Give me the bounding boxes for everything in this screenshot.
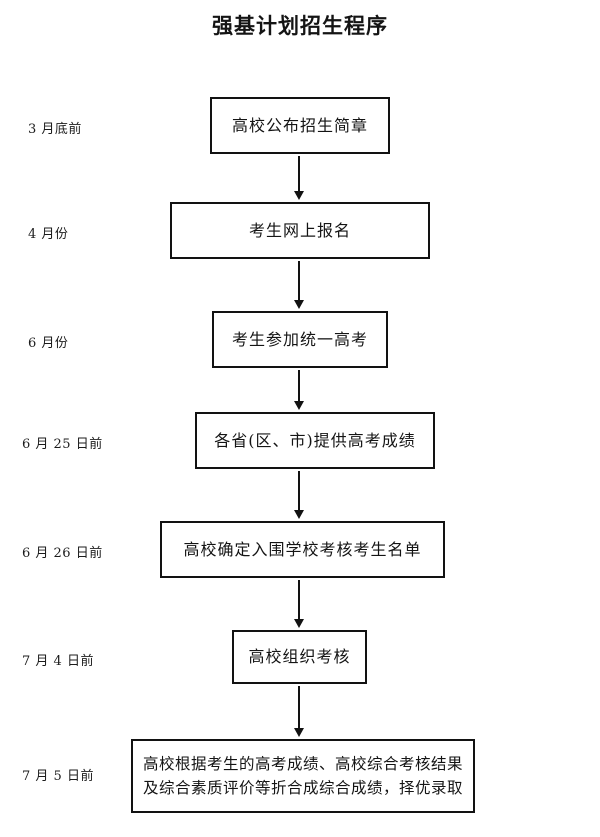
down-arrow-icon — [292, 686, 306, 737]
arrow-head — [294, 728, 304, 737]
time-label-4: 6 月 25 日前 — [22, 437, 103, 452]
process-node-3: 考生参加统一高考 — [212, 311, 388, 368]
down-arrow-icon — [292, 370, 306, 410]
down-arrow-icon — [292, 156, 306, 200]
process-node-4: 各省(区、市)提供高考成绩 — [195, 412, 435, 469]
process-node-1: 高校公布招生简章 — [210, 97, 390, 154]
arrow-stem — [298, 156, 300, 191]
arrow-head — [294, 619, 304, 628]
page-title: 强基计划招生程序 — [212, 14, 388, 38]
time-label-1: 3 月底前 — [28, 122, 82, 137]
process-node-6: 高校组织考核 — [232, 630, 367, 684]
arrow-head — [294, 510, 304, 519]
arrow-stem — [298, 471, 300, 510]
down-arrow-icon — [292, 580, 306, 628]
arrow-stem — [298, 686, 300, 728]
time-label-7: 7 月 5 日前 — [22, 769, 94, 784]
process-node-7: 高校根据考生的高考成绩、高校综合考核结果及综合素质评价等折合成综合成绩，择优录取 — [131, 739, 475, 813]
down-arrow-icon — [292, 261, 306, 309]
time-label-6: 7 月 4 日前 — [22, 654, 94, 669]
arrow-head — [294, 191, 304, 200]
down-arrow-icon — [292, 471, 306, 519]
process-node-5: 高校确定入围学校考核考生名单 — [160, 521, 445, 578]
time-label-3: 6 月份 — [28, 336, 69, 351]
process-node-2: 考生网上报名 — [170, 202, 430, 259]
arrow-head — [294, 401, 304, 410]
arrow-stem — [298, 580, 300, 619]
arrow-stem — [298, 261, 300, 300]
time-label-2: 4 月份 — [28, 227, 69, 242]
arrow-stem — [298, 370, 300, 401]
time-label-5: 6 月 26 日前 — [22, 546, 103, 561]
arrow-head — [294, 300, 304, 309]
